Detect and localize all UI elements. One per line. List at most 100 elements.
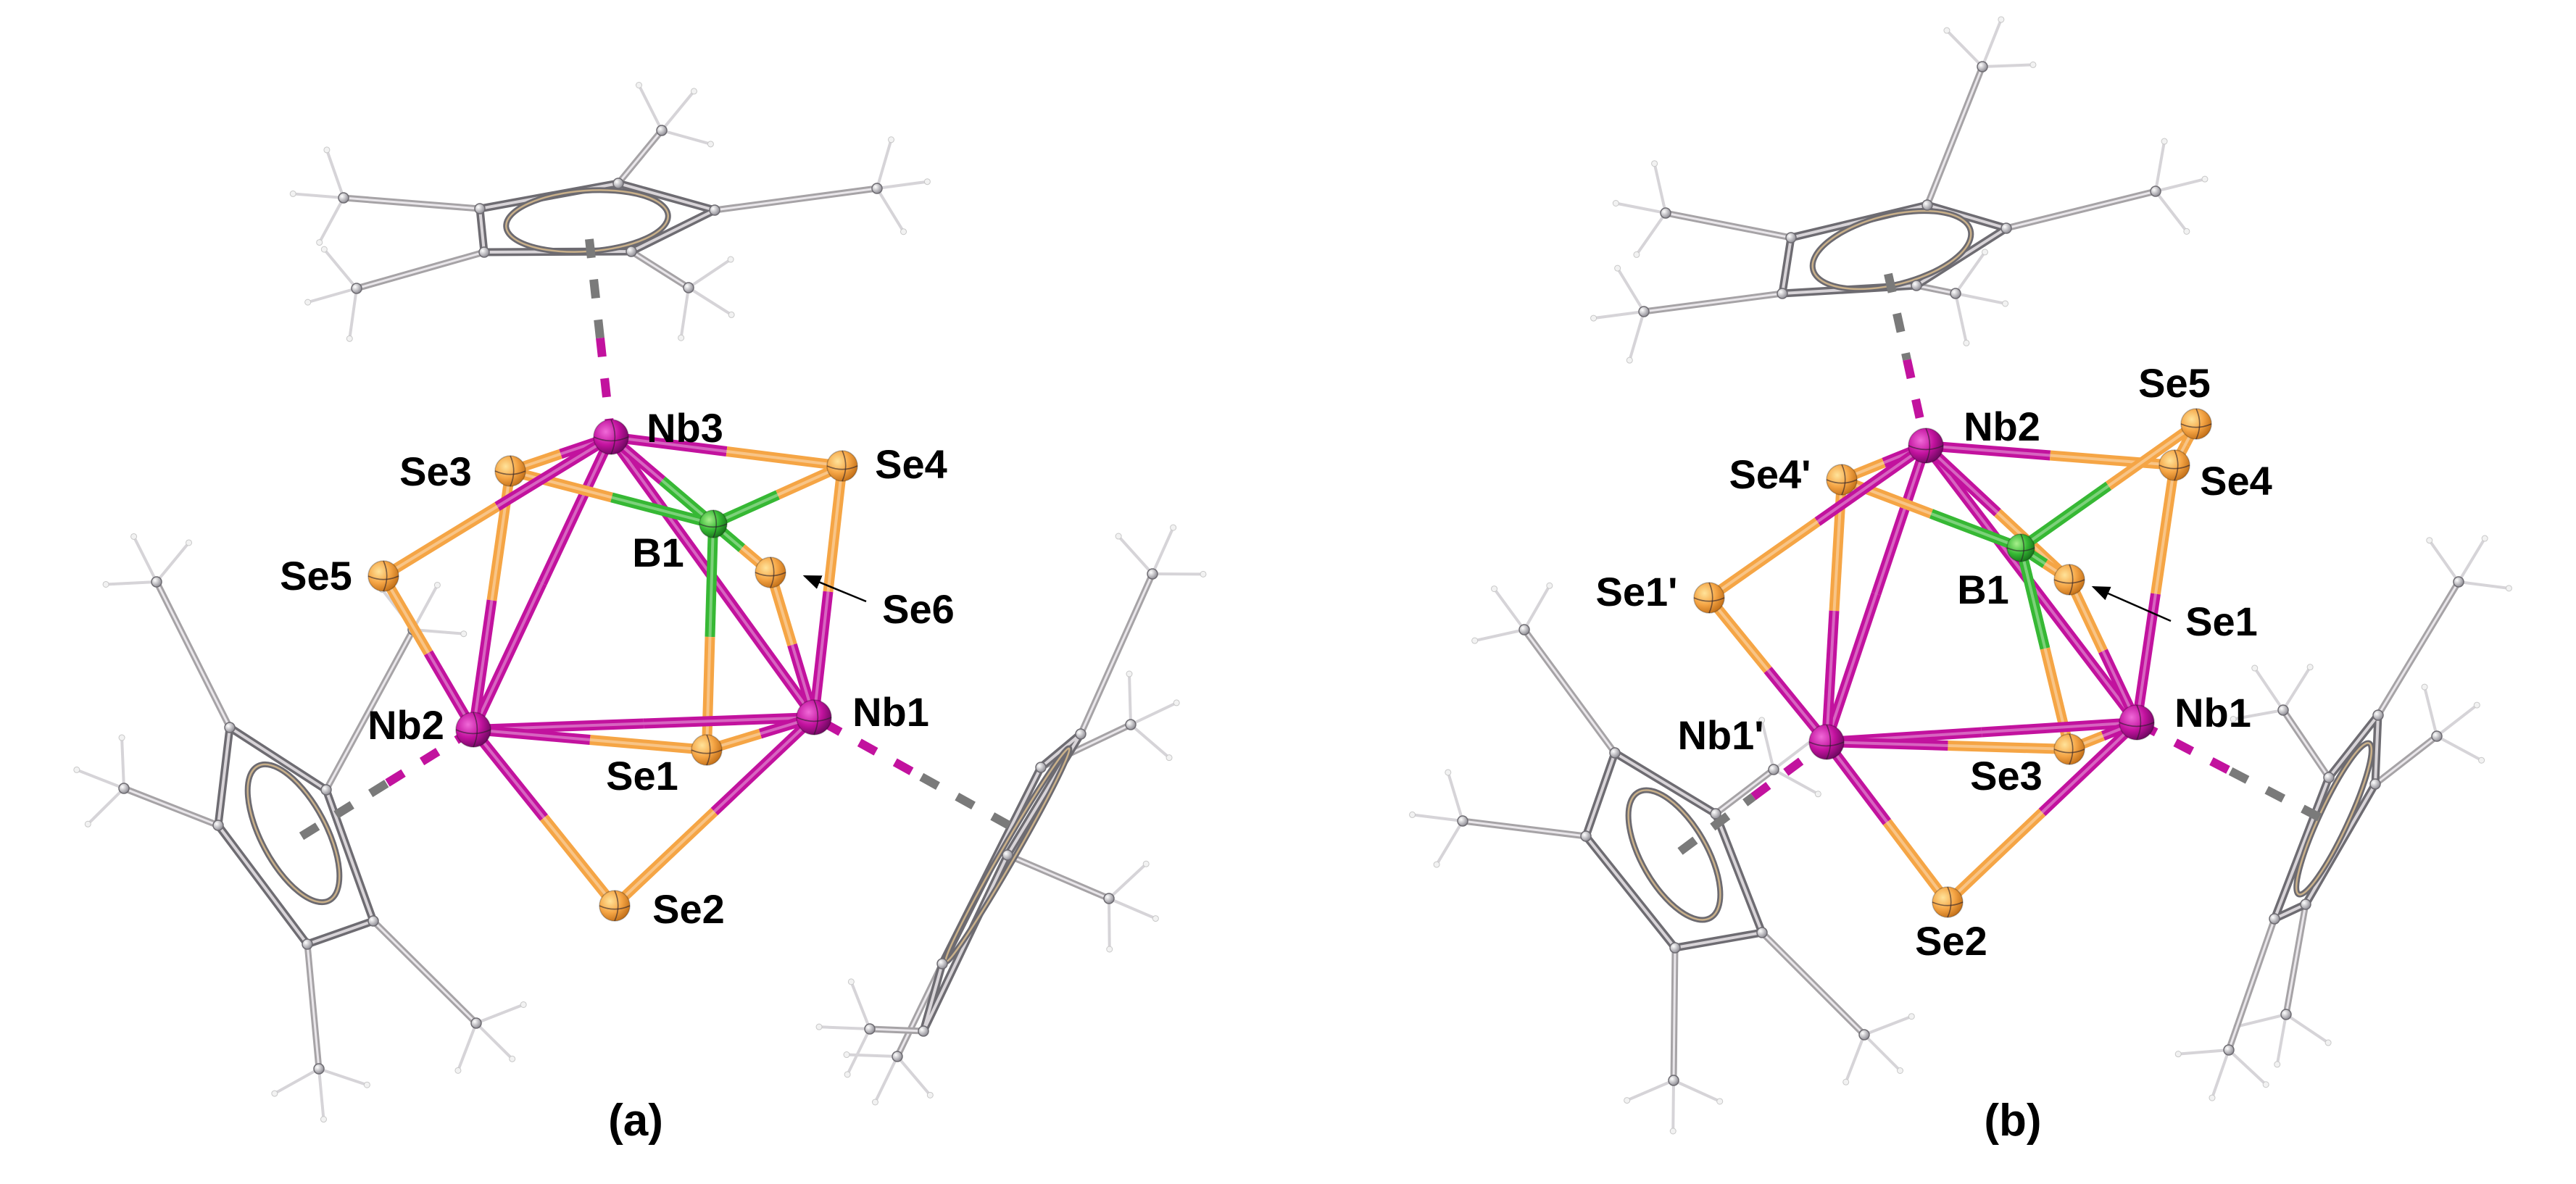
c-c-bond-highlight (2227, 917, 2276, 1051)
atom-nb1p (1808, 724, 1845, 760)
hydrogen-atom (2473, 701, 2480, 709)
hydrogen-atom (1981, 249, 1988, 256)
bond-nb2-se2 (469, 726, 619, 909)
c-c-bond-highlight (1006, 854, 1110, 900)
bond-se3-b1 (509, 466, 715, 529)
hydrogen-atom (1590, 314, 1597, 322)
atom-se1p (1693, 582, 1725, 614)
hydrogen-atom (2505, 585, 2512, 592)
carbon-atom (709, 204, 720, 216)
c-c-bond-highlight (342, 196, 481, 210)
atom-se4p (1826, 464, 1858, 496)
centroid-dashed-bond-metal (812, 713, 914, 775)
c-h-bond (2285, 1013, 2330, 1045)
hydrogen-atom (1612, 200, 1619, 207)
c-h-bond (2232, 709, 2285, 721)
hydrogen-atom (843, 1051, 850, 1059)
atom-se5 (367, 560, 399, 592)
c-h-bond (2154, 190, 2188, 233)
hydrogen-atom (2478, 756, 2485, 764)
c-c-bond-highlight (1761, 931, 1866, 1036)
c-h-bond (475, 1022, 514, 1061)
c-h-bond (876, 180, 929, 190)
bond-se4-nb1 (2132, 464, 2180, 724)
atom-b1 (2006, 533, 2035, 562)
centroid-dashed-bond (1884, 272, 1911, 361)
hydrogen-atom (2230, 716, 2237, 723)
cp-ring-bonds (1582, 749, 1766, 952)
hydrogen-atom (320, 1116, 327, 1123)
hydrogen-atom (2002, 300, 2009, 307)
atom-label-se4: Se4 (875, 441, 947, 487)
panel-a-caption: (a) (608, 1096, 663, 1146)
carbon-atom (2280, 1009, 2292, 1020)
hydrogen-atom (1624, 1097, 1631, 1104)
c-c-bond-highlight (713, 187, 878, 212)
bond-nb1p-se2 (1822, 738, 1952, 906)
c-h-bond (1117, 535, 1154, 575)
atom-label-nb1p: Nb1' (1677, 712, 1763, 758)
cp-ring-highlight (217, 726, 375, 946)
atom-label-nb2: Nb2 (367, 702, 444, 748)
carbon-atom (1710, 808, 1721, 820)
carbon-atom (2269, 913, 2280, 925)
c-h-bond (1772, 768, 1820, 796)
hydrogen-atom (2421, 683, 2428, 691)
carbon-atom (1035, 762, 1047, 773)
c-h-bond (679, 286, 690, 340)
c-h-bond (2177, 1048, 2230, 1056)
centroid-dashed-bond (585, 238, 604, 339)
atom-label-se3: Se3 (399, 449, 472, 494)
c-h-bond (1672, 1079, 1721, 1103)
atom-label-b1: B1 (632, 530, 684, 575)
c-h-bond (317, 1067, 369, 1087)
hydrogen-atom (1669, 1127, 1677, 1135)
c-h-bond (1435, 820, 1464, 867)
carbon-atom (871, 183, 883, 194)
carbon-atom (470, 1017, 482, 1029)
c-c-bond-highlight (630, 250, 690, 289)
carbon-atom (1668, 1075, 1679, 1086)
cp-ring-highlight (1584, 751, 1763, 949)
carbon-atom (1669, 942, 1681, 954)
atom-se4 (2159, 449, 2190, 481)
carbon-atom (936, 958, 948, 970)
carbon-atom (118, 783, 130, 794)
panel-b-atoms (1693, 408, 2212, 918)
aromatic-ring-ellipse (1625, 787, 1724, 923)
c-h-bond (896, 1055, 932, 1097)
c-c-bond-highlight (1079, 572, 1154, 735)
c-c-bond-highlight (325, 628, 415, 791)
hydrogen-atom (2426, 537, 2433, 544)
c-h-bond (291, 192, 345, 199)
carbon-atom (367, 915, 379, 927)
carbon-atom (320, 784, 332, 796)
hydrogen-atom (289, 190, 296, 197)
aromatic-ring-ellipse-highlight (2295, 742, 2373, 896)
hydrogen-atom (2251, 664, 2259, 672)
c-c-bond-highlight (868, 1027, 925, 1033)
panel-a-ligands (73, 81, 1207, 1123)
carbon-atom (2369, 778, 2381, 790)
hydrogen-atom (690, 88, 697, 95)
atom-label-se1: Se1 (606, 753, 678, 799)
atom-se3 (2053, 733, 2085, 765)
carbon-atom (1768, 764, 1779, 775)
atom-nb1 (2119, 704, 2155, 741)
c-h-bond (1592, 310, 1645, 320)
carbon-atom (224, 722, 236, 733)
carbon-atom (892, 1051, 903, 1062)
hydrogen-atom (323, 146, 331, 154)
carbon-atom (1125, 719, 1137, 730)
hydrogen-atom (186, 539, 193, 546)
c-c-bond-highlight (1915, 284, 1957, 295)
c-h-bond (1523, 584, 1551, 631)
c-c-bond-highlight (2282, 709, 2330, 779)
carbon-atom (2000, 222, 2012, 234)
carbon-atom (1609, 747, 1621, 759)
atom-label-se1: Se1 (2185, 599, 2258, 644)
c-h-bond (2154, 178, 2206, 193)
carbon-atom (2277, 704, 2289, 716)
